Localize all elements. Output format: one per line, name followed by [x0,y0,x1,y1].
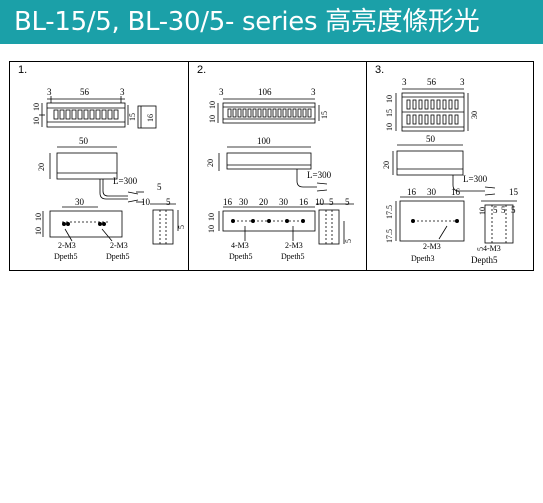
dim-width: 15 [320,111,329,119]
dim-spacing: 16 [451,187,461,197]
hole-spec: 2-M3 [423,242,441,251]
dim-end: 5 [329,197,334,207]
hole-spec: 2-M3 [285,241,303,250]
dim-h1: 10 [208,101,217,109]
drawing-frame [9,61,534,271]
hole-depth: Dpeth5 [281,252,305,261]
dim-h2: 10 [208,115,217,123]
dim-end: 5 [476,247,485,251]
dim-end: 5 [177,225,186,229]
dim-left: 3 [47,87,52,97]
panel-number: 2. [197,64,207,76]
hole-spec: 2-M3 [110,241,128,250]
dim-h1: 10 [32,103,41,111]
dim-spacing: 16 [223,197,233,207]
dim-left: 3 [219,87,224,97]
dim-side-height: 20 [382,161,391,169]
dim-end: 5 [344,239,353,243]
title-banner: BL-15/5, BL-30/5- series 高亮度條形光 [0,0,543,44]
led-array [406,99,459,125]
dim-end: 5 [493,205,498,215]
cable-length: L=300 [307,170,332,180]
dim-spacing: 30 [239,197,249,207]
dim-spacing: 16 [299,197,309,207]
cable-length: L=300 [463,174,488,184]
panel-number: 3. [375,64,385,76]
dim-right: 3 [311,87,316,97]
dim-length: 56 [80,87,90,97]
hole-spec: 2-M3 [58,241,76,250]
dim-end: 10 [141,197,151,207]
dim-h1: 10 [207,213,216,221]
panel-1: 1. [10,61,188,271]
dim-right: 3 [460,77,465,87]
dim-h2: 10 [207,225,216,233]
dim-end: 10 [478,207,487,215]
panel-3: 3. [367,61,534,271]
dim-end: 5 [345,197,350,207]
dim-side-height: 20 [37,163,46,171]
panel-2-drawing: 3 106 3 10 10 15 100 20 L=300 16 30 20 3… [206,87,354,261]
hole-depth: Dpeth3 [411,254,435,263]
dim-right: 3 [120,87,125,97]
dim-end: 15 [509,187,519,197]
dim-h2: 17.5 [385,229,394,243]
dim-end: 5 [511,205,516,215]
dim-h2: 10 [32,117,41,125]
hole-depth: Dpeth5 [106,252,130,261]
panel-divider [188,61,189,271]
hole-spec: 4-M3 [231,241,249,250]
cable-length: L=300 [113,176,138,186]
page-title: BL-15/5, BL-30/5- series 高亮度條形光 [14,7,480,37]
top-view-body [222,102,316,124]
dim-h2: 10 [34,227,43,235]
dim-end: 5 [501,205,506,215]
dim-h3: 10 [385,123,394,131]
panel-3-drawing: 3 56 3 10 15 10 30 50 20 L=300 16 30 16 … [382,77,519,265]
hole-depth: Depth5 [471,255,498,265]
dim-spacing: 16 [407,187,417,197]
dim-width: 30 [470,111,479,119]
dim-end: 5 [166,197,171,207]
hole-depth: Dpeth5 [229,252,253,261]
panel-divider [366,61,367,271]
dim-spacing: 30 [427,187,437,197]
dim-left: 3 [402,77,407,87]
dim-spacing: 30 [279,197,289,207]
dim-length: 106 [258,87,272,97]
top-view-body [46,102,126,128]
dim-h1: 17.5 [385,205,394,219]
dim-side-height: 20 [206,159,215,167]
led-array [53,109,119,120]
dim-length: 56 [427,77,437,87]
led-array [227,108,312,118]
dim-end-height: 16 [146,114,155,122]
dim-width: 15 [128,113,137,121]
hole-depth: Dpeth5 [54,252,78,261]
hole-spec: 4-M3 [483,244,501,253]
dim-side-width: 100 [257,136,271,146]
dim-side-width: 50 [79,136,89,146]
dim-hole-spacing: 30 [75,197,85,207]
dim-h2: 15 [385,109,394,117]
dim-h1: 10 [385,95,394,103]
panel-1-drawing: 3 56 3 10 10 15 16 50 20 L=300 30 10 10 … [32,87,186,261]
panel-2: 2. [189,61,366,271]
dim-end: 5 [157,182,162,192]
dim-side-width: 50 [426,134,436,144]
dim-spacing: 20 [259,197,269,207]
panel-number: 1. [18,64,28,76]
dim-h1: 10 [34,213,43,221]
dim-end: 10 [315,197,325,207]
